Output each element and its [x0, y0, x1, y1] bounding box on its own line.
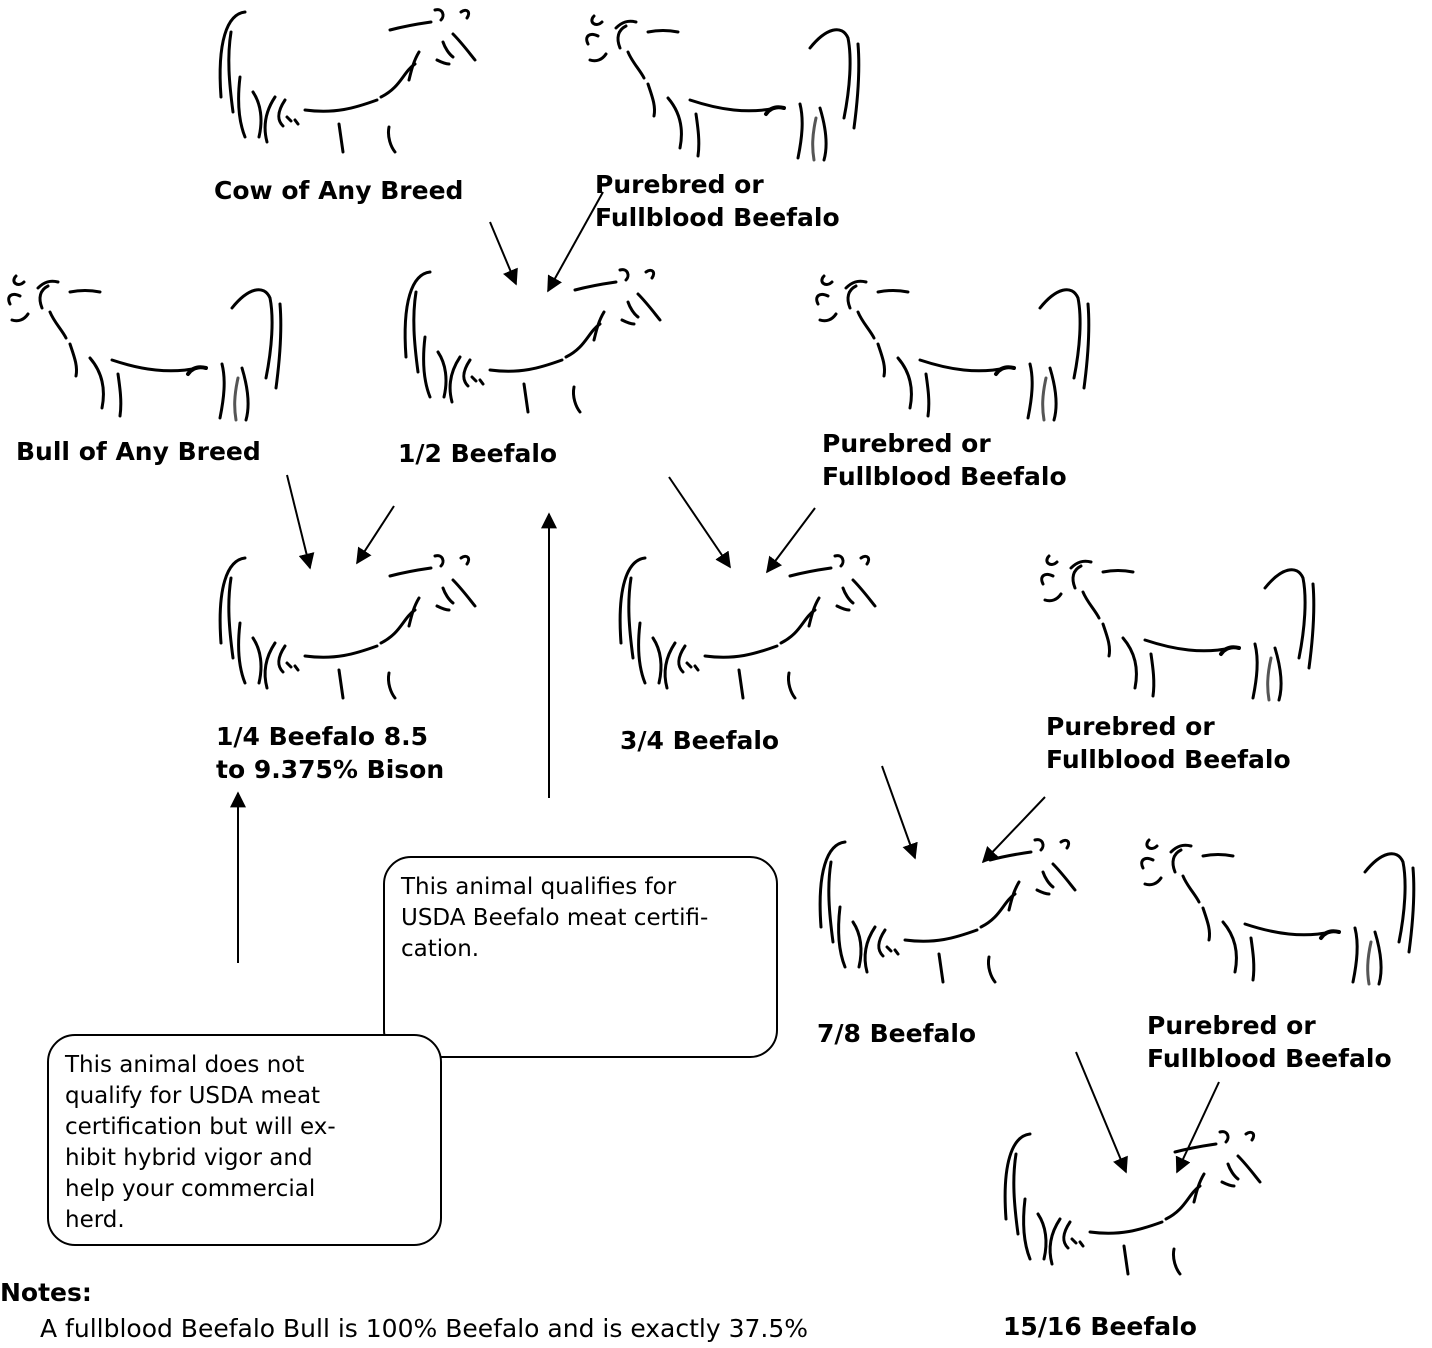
label-line: 1/4 Beefalo 8.5	[216, 722, 429, 751]
arrow-half-to-threequarter	[668, 476, 731, 569]
callout-line: herd.	[65, 1207, 125, 1233]
callout-line: USDA Beefalo meat certifi-	[401, 905, 709, 931]
label-line: Fullblood Beefalo	[822, 462, 1067, 491]
arrow-pure4-to-fifteen	[1175, 1081, 1220, 1174]
label-purebred-beefalo-1: Purebred or Fullblood Beefalo	[595, 168, 840, 234]
callout-line: certification but will ex-	[65, 1114, 336, 1140]
callout-line: hibit hybrid vigor and	[65, 1145, 313, 1171]
label-line: Purebred or	[1046, 712, 1215, 741]
callout-qualifies: This animal qualifies for USDA Beefalo m…	[383, 856, 778, 1058]
label-bull-of-any-breed: Bull of Any Breed	[16, 437, 261, 466]
notes-title: Notes:	[0, 1278, 92, 1307]
label-line: to 9.375% Bison	[216, 755, 445, 784]
label-quarter-beefalo: 1/4 Beefalo 8.5 to 9.375% Bison	[216, 720, 444, 786]
callout-line: This animal qualifies for	[401, 874, 677, 900]
arrow-half-to-quarter	[356, 505, 395, 565]
callout-line: qualify for USDA meat	[65, 1083, 321, 1109]
label-line: Purebred or	[1147, 1011, 1316, 1040]
arrow-pure2-to-threequarter	[766, 507, 816, 574]
callout-line: cation.	[401, 936, 480, 962]
label-purebred-beefalo-4: Purebred or Fullblood Beefalo	[1147, 1009, 1392, 1075]
arrow-threequarter-to-seveneighths	[881, 765, 918, 860]
arrow-cow-to-half	[489, 221, 518, 286]
label-fifteen-sixteenths-beefalo: 15/16 Beefalo	[1003, 1312, 1197, 1341]
arrow-bull-to-quarter	[286, 474, 315, 570]
label-line: Purebred or	[822, 429, 991, 458]
callout-not-qualify: This animal does not qualify for USDA me…	[47, 1034, 442, 1246]
notes-text: A fullblood Beefalo Bull is 100% Beefalo…	[40, 1314, 809, 1343]
label-half-beefalo: 1/2 Beefalo	[398, 439, 558, 468]
label-line: Purebred or	[595, 170, 764, 199]
label-cow-of-any-breed: Cow of Any Breed	[214, 176, 464, 205]
arrow-pure3-to-seveneighths	[981, 796, 1046, 864]
label-line: Fullblood Beefalo	[595, 203, 840, 232]
callout-line: This animal does not	[65, 1052, 305, 1078]
label-line: Fullblood Beefalo	[1147, 1044, 1392, 1073]
label-purebred-beefalo-2: Purebred or Fullblood Beefalo	[822, 427, 1067, 493]
callout-line: help your commercial	[65, 1176, 316, 1202]
arrow-pure1-to-half	[547, 191, 604, 293]
label-purebred-beefalo-3: Purebred or Fullblood Beefalo	[1046, 710, 1291, 776]
label-threequarter-beefalo: 3/4 Beefalo	[620, 726, 780, 755]
label-seveneighths-beefalo: 7/8 Beefalo	[817, 1019, 977, 1048]
arrow-seveneighths-to-fifteen	[1075, 1051, 1128, 1174]
label-line: Fullblood Beefalo	[1046, 745, 1291, 774]
